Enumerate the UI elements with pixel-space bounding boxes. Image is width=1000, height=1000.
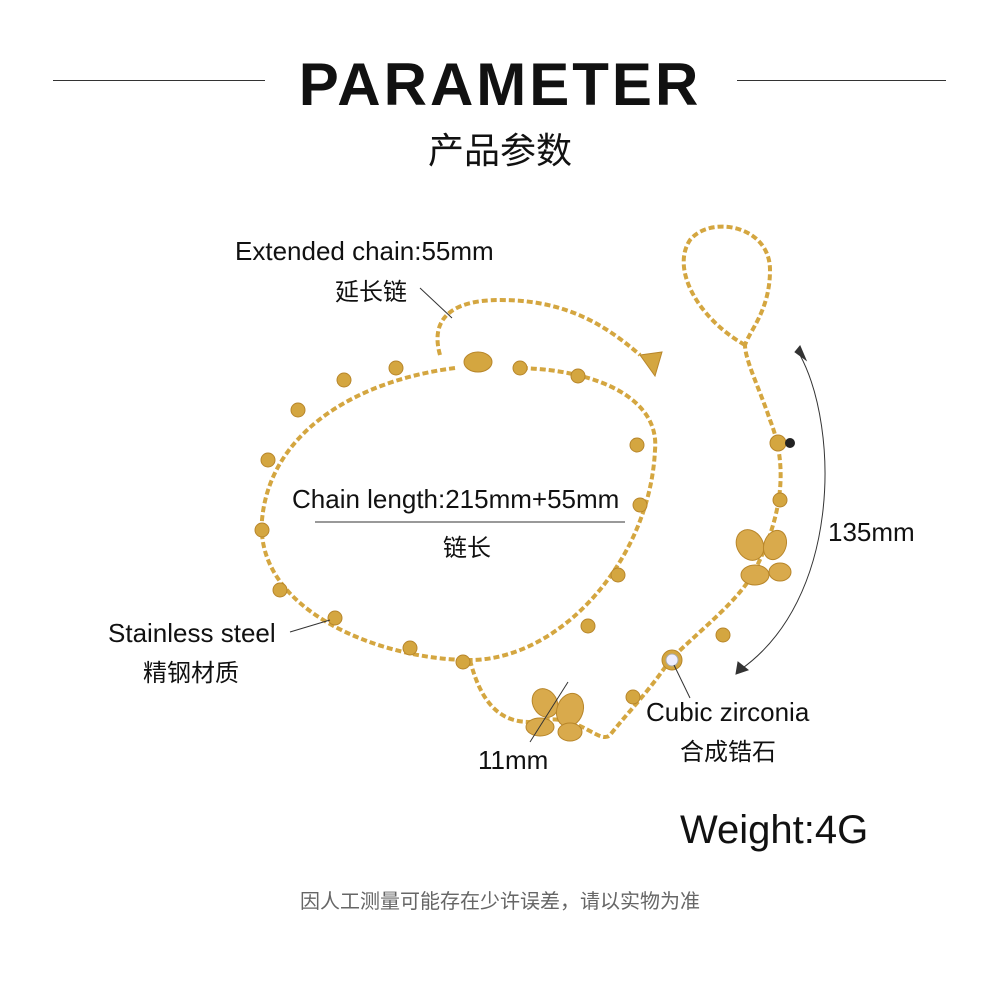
stone-pointer: [673, 664, 691, 699]
material-label-cn: 精钢材质: [143, 659, 239, 687]
material-label: Stainless steel: [108, 618, 276, 648]
stone-label-cn: 合成锆石: [680, 738, 776, 766]
measurement-note: 因人工测量可能存在少许误差，请以实物为准: [300, 889, 700, 913]
chain-length-label-cn: 链长: [443, 534, 491, 562]
butterfly-size-label: 11mm: [478, 745, 549, 775]
extension-chain: [435, 297, 642, 357]
weight-label: Weight:4G: [680, 808, 869, 852]
extended-chain-label: Extended chain:55mm: [235, 236, 494, 266]
material-pointer: [289, 619, 331, 633]
butterfly-charm-left: [525, 688, 585, 742]
stone-label: Cubic zirconia: [646, 697, 810, 727]
size-measure-line: [529, 681, 569, 743]
title-rule-left: [53, 80, 265, 81]
chain-length-label: Chain length:215mm+55mm: [292, 484, 620, 514]
finger-chain-arc: [739, 354, 826, 671]
butterfly-charm-right: [735, 529, 792, 586]
page-title: PARAMETER: [298, 51, 702, 118]
page-subtitle: 产品参数: [427, 131, 572, 172]
drop-chain: [468, 344, 783, 739]
finger-chain-length-label: 135mm: [828, 517, 915, 547]
extended-chain-label-cn: 延长链: [335, 278, 407, 306]
title-rule-right: [737, 80, 946, 81]
extended-chain-pointer: [419, 287, 453, 319]
ring-chain: [681, 224, 773, 347]
